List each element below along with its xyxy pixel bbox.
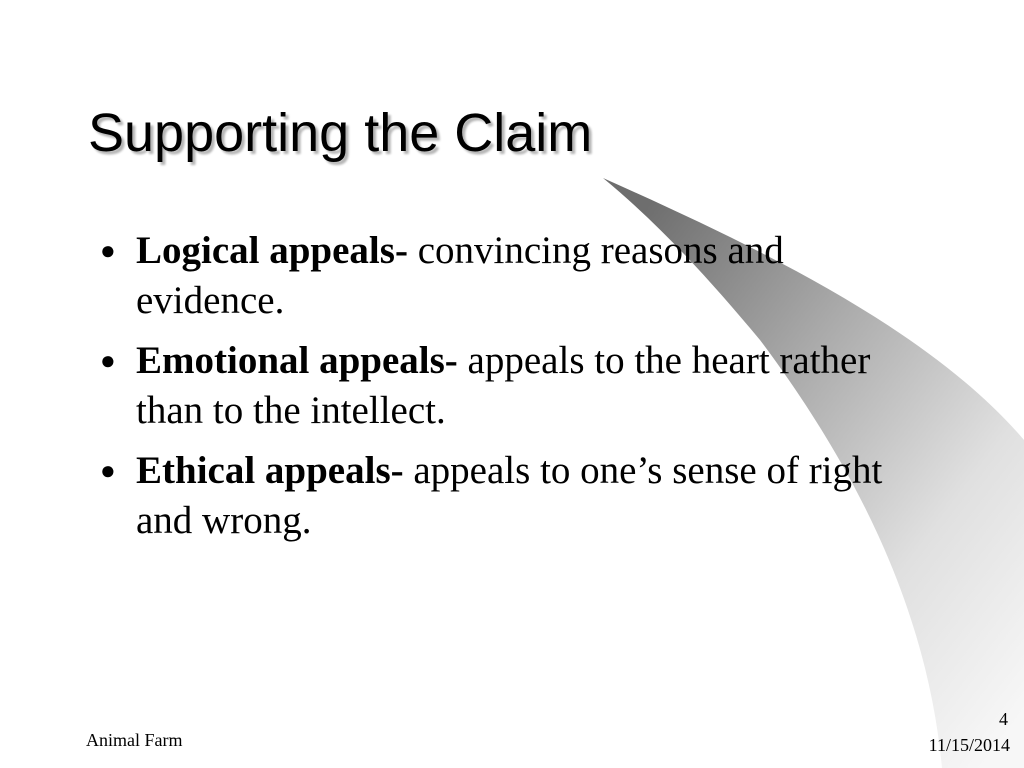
bullet-item-ethical: ● Ethical appeals- appeals to one’s sens… [98, 446, 918, 546]
bullet-dot-icon: ● [100, 456, 116, 485]
footer-presentation-title: Animal Farm [86, 730, 183, 750]
bullet-term: Logical appeals- [136, 229, 408, 272]
bullet-text: convincing reasons and evidence. [136, 229, 784, 322]
swoosh-shape [603, 178, 1024, 768]
slide-number: 4 [999, 709, 1008, 729]
bullet-text: appeals to the heart rather than to the … [136, 339, 871, 432]
bullet-dot-icon: ● [100, 236, 116, 265]
bullet-item-logical: ● Logical appeals- convincing reasons an… [98, 226, 918, 326]
bullet-list: ● Logical appeals- convincing reasons an… [98, 226, 918, 556]
slide-title: Supporting the Claim [88, 103, 593, 163]
bullet-term: Ethical appeals- [136, 449, 404, 492]
bullet-item-emotional: ● Emotional appeals- appeals to the hear… [98, 336, 918, 436]
bullet-text: appeals to one’s sense of right and wron… [136, 449, 883, 542]
bullet-dot-icon: ● [100, 346, 116, 375]
bullet-term: Emotional appeals- [136, 339, 458, 382]
footer-date: 11/15/2014 [928, 735, 1010, 755]
